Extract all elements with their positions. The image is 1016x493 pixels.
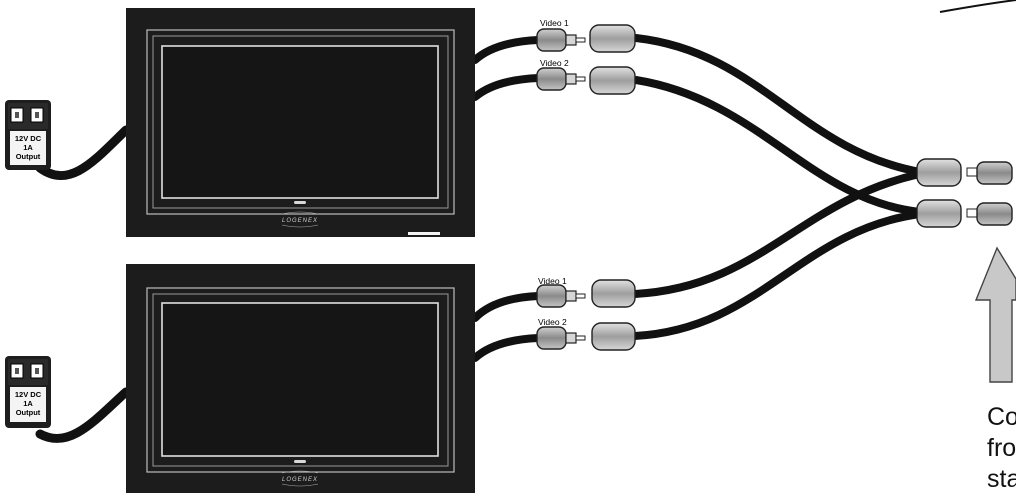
adapter-output: Output — [16, 152, 41, 161]
rca-jack-m2-video1 — [591, 279, 636, 308]
monitor-bezel-inner — [152, 293, 449, 467]
power-adapter-2: 12V DC 1A Output — [5, 356, 51, 428]
adapter-current: 1A — [23, 399, 33, 408]
monitor-bezel-inner — [152, 35, 449, 209]
cable-label-video2: Video 2 — [538, 317, 567, 327]
y-jack-bottom — [916, 199, 962, 228]
caption: Co fro sta — [987, 403, 1016, 493]
label-sticker — [408, 232, 440, 235]
adapter-label — [10, 131, 46, 165]
rca-plug-source-bottom — [966, 202, 1013, 226]
cable-m1-video1-long — [632, 34, 924, 176]
rca-plug-source-top — [966, 161, 1013, 185]
rca-jack-m2-video2 — [591, 322, 636, 351]
logo-swoosh — [281, 470, 319, 474]
adapter-voltage: 12V DC — [15, 134, 42, 143]
combined-connectors — [916, 158, 1013, 228]
cables-monitor-1 — [471, 34, 924, 216]
logo-swoosh-lower — [281, 483, 319, 487]
monitor-1: LOGENEX — [126, 8, 475, 237]
cable-label-video1: Video 1 — [538, 276, 567, 286]
logo-swoosh — [281, 211, 319, 215]
cable-m1-video2-long — [632, 76, 924, 216]
y-jack-top — [916, 158, 962, 187]
rca-plug-m1-video2 — [536, 67, 586, 91]
rca-plug-m1-video1 — [536, 28, 586, 52]
rca-plug-m2-video2 — [536, 326, 586, 350]
rca-jack-m1-video2 — [589, 66, 636, 95]
cable-m2-video2-long — [630, 210, 924, 340]
caption-line-2: fro — [987, 434, 1016, 462]
rca-jack-m1-video1 — [589, 24, 636, 53]
power-led — [294, 201, 306, 204]
rca-plug-m2-video1 — [536, 284, 586, 308]
adapter-voltage: 12V DC — [15, 390, 42, 399]
cables-monitor-2 — [471, 170, 924, 362]
brand-logo: LOGENEX — [282, 218, 318, 224]
cable-label-video2: Video 2 — [540, 58, 569, 68]
adapter-label — [10, 387, 46, 422]
adapter-current: 1A — [23, 143, 33, 152]
power-cable-1 — [35, 125, 131, 180]
external-cable-edge — [939, 0, 1016, 13]
cable-label-video1: Video 1 — [540, 18, 569, 28]
brand-logo: LOGENEX — [282, 477, 318, 483]
logo-swoosh-lower — [281, 224, 319, 228]
power-led — [294, 460, 306, 463]
up-arrow — [974, 246, 1016, 383]
power-cables — [35, 125, 131, 443]
cable-m2-video1-pigtail — [471, 292, 542, 322]
caption-line-3: sta — [987, 465, 1016, 493]
monitor-bezel-outer — [146, 29, 455, 215]
cable-m1-video2-pigtail — [471, 74, 542, 101]
adapter-output: Output — [16, 408, 41, 417]
monitor-2: LOGENEX — [126, 264, 475, 493]
power-cable-2 — [35, 387, 131, 443]
caption-line-1: Co — [987, 403, 1016, 431]
cable-m2-video1-long — [630, 170, 924, 298]
monitor-screen — [161, 302, 439, 457]
monitor-screen — [161, 45, 439, 199]
cable-m2-video2-pigtail — [471, 334, 542, 362]
rca-connectors-monitor-1: Video 1 Video 2 — [536, 18, 636, 95]
cable-m1-video1-pigtail — [471, 36, 542, 64]
monitor-bezel-outer — [146, 287, 455, 473]
rca-connectors-monitor-2: Video 1 Video 2 — [536, 276, 636, 351]
power-adapter-1: 12V DC 1A Output — [5, 100, 51, 170]
